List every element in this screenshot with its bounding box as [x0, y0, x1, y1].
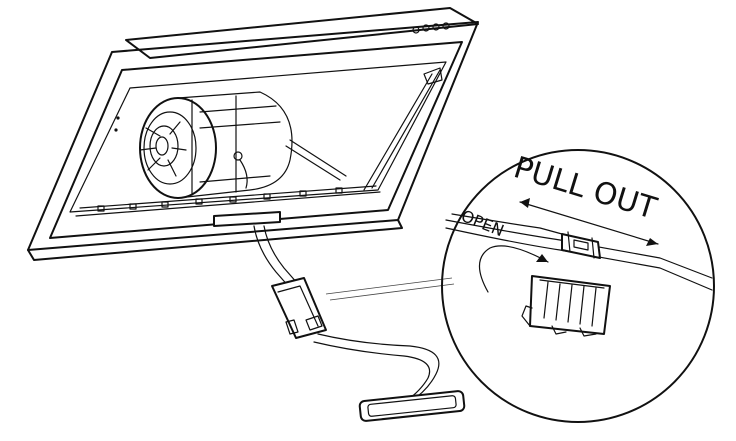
callout-magnified-view [441, 149, 715, 423]
range-hood-illustration [27, 7, 479, 261]
open-connector-icon [521, 275, 611, 337]
control-buttons-icon [412, 22, 450, 34]
pull-out-label: PULL OUT [510, 150, 661, 227]
connector-housing-icon [561, 231, 601, 259]
pull-arrow-icon [519, 198, 659, 246]
light-cable [313, 333, 466, 422]
wire-connector-icon [271, 277, 327, 339]
led-light-panel-icon [213, 211, 281, 227]
blower-fan-icon [139, 91, 293, 199]
open-arrow-icon [478, 245, 549, 293]
callout-leader [325, 277, 453, 295]
hood-cable [253, 225, 299, 289]
